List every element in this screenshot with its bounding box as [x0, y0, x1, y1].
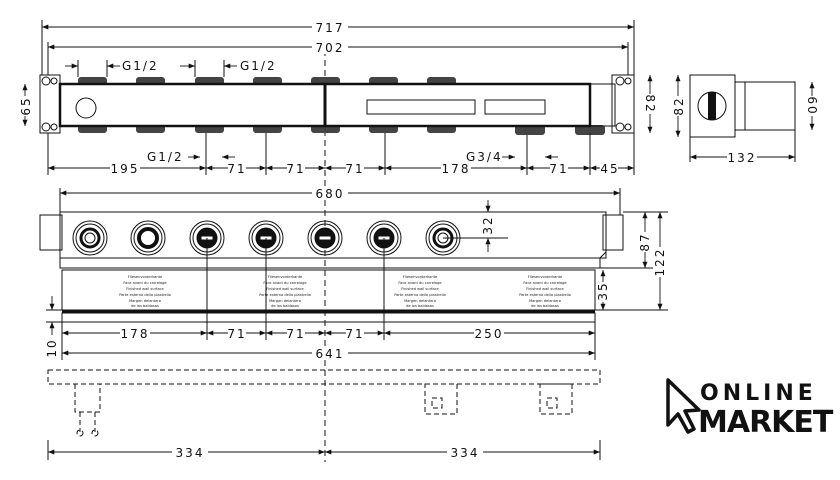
dim-250: 250 — [475, 327, 504, 341]
dim-122: 122 — [653, 248, 667, 277]
svg-text:Face avant du carrelage: Face avant du carrelage — [123, 281, 167, 285]
svg-text:Face avant du carrelage: Face avant du carrelage — [263, 281, 307, 285]
top-view: 717 702 G1/2 G1/2 G1/2 G3/4 — [18, 20, 657, 176]
dim-178: 178 — [442, 162, 471, 176]
svg-text:Finished wall surface: Finished wall surface — [526, 287, 564, 291]
bottom-view — [47, 369, 601, 437]
svg-text:Fliesenvorderkante: Fliesenvorderkante — [403, 275, 438, 279]
side-dim-60: 60 — [805, 96, 819, 115]
svg-text:Parte esterna della piastrella: Parte esterna della piastrella — [119, 293, 171, 297]
dim-71: 71 — [286, 327, 305, 341]
dim-71: 71 — [549, 162, 568, 176]
svg-text:Margen delantero: Margen delantero — [529, 299, 561, 303]
svg-text:Parte esterna della piastrella: Parte esterna della piastrella — [519, 293, 571, 297]
dim-45: 45 — [600, 162, 619, 176]
thread-label: G1/2 — [147, 150, 184, 164]
top-view-bottom-dims: 195 71 71 71 178 71 45 — [47, 133, 635, 176]
dim-334-right: 334 — [451, 446, 480, 460]
side-dim-82: 82 — [672, 96, 686, 115]
svg-text:Finished wall surface: Finished wall surface — [126, 287, 164, 291]
svg-text:Parte esterna della piastrella: Parte esterna della piastrella — [259, 293, 311, 297]
svg-text:MARKET: MARKET — [698, 405, 834, 440]
wall-label: Fliesenvorderkante Face avant du carrela… — [119, 275, 571, 308]
svg-text:Fliesenvorderkante: Fliesenvorderkante — [128, 275, 163, 279]
svg-text:Fliesenvorderkante: Fliesenvorderkante — [268, 275, 303, 279]
dim-680: 680 — [316, 187, 345, 201]
svg-text:Finished wall surface: Finished wall surface — [266, 287, 304, 291]
dim-71: 71 — [345, 327, 364, 341]
dim-32: 32 — [481, 215, 495, 234]
svg-text:Face avant du carrelage: Face avant du carrelage — [523, 281, 567, 285]
dim-641: 641 — [316, 347, 345, 361]
svg-text:Margen delantero: Margen delantero — [404, 299, 436, 303]
side-view: 82 60 132 — [671, 74, 819, 165]
dim-334-left: 334 — [176, 446, 205, 460]
svg-text:de los baldosas: de los baldosas — [531, 304, 559, 308]
cursor-icon — [666, 378, 701, 434]
dim-10: 10 — [45, 338, 59, 357]
dim-195: 195 — [111, 162, 140, 176]
svg-text:de los baldosas: de los baldosas — [131, 304, 159, 308]
dim-702: 702 — [316, 41, 345, 55]
svg-text:ONLINE: ONLINE — [700, 381, 817, 406]
dim-71: 71 — [345, 162, 364, 176]
thread-label: G3/4 — [466, 150, 503, 164]
bottom-view-dims: 334 334 — [47, 440, 601, 460]
dim-178: 178 — [121, 327, 150, 341]
thread-label: G1/2 — [240, 59, 277, 73]
dim-65: 65 — [19, 96, 33, 115]
dim-71: 71 — [286, 162, 305, 176]
svg-text:de los baldosas: de los baldosas — [406, 304, 434, 308]
svg-text:Margen delantero: Margen delantero — [269, 299, 301, 303]
thread-label: G1/2 — [122, 59, 159, 73]
svg-text:de los baldosas: de los baldosas — [271, 304, 299, 308]
svg-text:Fliesenvorderkante: Fliesenvorderkante — [528, 275, 563, 279]
svg-text:Margen delantero: Margen delantero — [129, 299, 161, 303]
dim-71: 71 — [227, 327, 246, 341]
side-dim-132: 132 — [728, 151, 757, 165]
dim-35: 35 — [596, 281, 610, 300]
svg-text:Parte esterna della piastrella: Parte esterna della piastrella — [394, 293, 446, 297]
dim-71: 71 — [227, 162, 246, 176]
svg-text:Finished wall surface: Finished wall surface — [401, 287, 439, 291]
dim-82: 82 — [643, 94, 657, 113]
dim-87: 87 — [638, 232, 652, 251]
front-view: 680 Fliesenvorderkante Face avant du car… — [39, 186, 668, 361]
dim-717: 717 — [316, 21, 345, 35]
online-market-logo: ONLINE MARKET — [666, 378, 835, 440]
svg-text:Face avant du carrelage: Face avant du carrelage — [398, 281, 442, 285]
